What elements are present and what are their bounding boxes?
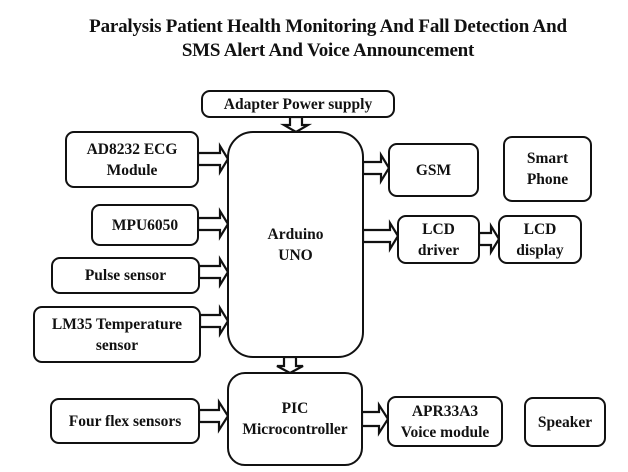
lcd-display-block: LCD display: [498, 215, 582, 264]
lm35-sensor-block: LM35 Temperature sensor: [33, 306, 201, 363]
diagram-title-line-2: SMS Alert And Voice Announcement: [181, 40, 475, 61]
diagram-title-line-1: Paralysis Patient Health Monitoring And …: [89, 16, 567, 37]
ecg-module-block: AD8232 ECG Module: [65, 131, 199, 188]
lcd-driver-label: LCD driver: [417, 220, 460, 259]
smart-phone-label: Smart Phone: [526, 150, 569, 188]
arrow-lcd-driver-to-display: [477, 222, 501, 256]
arrow-lm35-to-arduino: [198, 304, 230, 338]
flex-sensors-label: Four flex sensors: [68, 412, 182, 430]
arrow-pulse-to-arduino: [197, 255, 230, 289]
pic-microcontroller-block: PIC Microcontroller: [227, 372, 363, 466]
arrow-arduino-to-gsm: [361, 151, 391, 185]
lcd-display-label: LCD display: [516, 220, 564, 259]
gsm-label: GSM: [415, 161, 452, 179]
mpu6050-block: MPU6050: [91, 204, 199, 246]
speaker-block: Speaker: [524, 397, 606, 447]
adapter-power-supply-label: Adapter Power supply: [223, 95, 373, 113]
voice-module-block: APR33A3 Voice module: [387, 396, 503, 447]
adapter-power-supply-block: Adapter Power supply: [201, 90, 395, 118]
smart-phone-block: Smart Phone: [503, 136, 592, 202]
ecg-module-label: AD8232 ECG Module: [86, 140, 178, 179]
arrow-arduino-to-lcd-driver: [361, 219, 400, 253]
arrow-flex-to-pic: [197, 398, 230, 434]
flex-sensors-block: Four flex sensors: [50, 398, 200, 444]
pulse-sensor-block: Pulse sensor: [51, 257, 200, 294]
mpu6050-label: MPU6050: [111, 216, 179, 234]
arrow-mpu-to-arduino: [196, 207, 230, 241]
arrow-adapter-to-arduino: [279, 115, 313, 134]
lcd-driver-block: LCD driver: [397, 215, 480, 264]
pic-microcontroller-label: PIC Microcontroller: [242, 400, 348, 438]
arduino-uno-label: Arduino UNO: [267, 225, 324, 264]
arduino-uno-block: Arduino UNO: [227, 131, 364, 358]
gsm-block: GSM: [388, 143, 479, 197]
lm35-sensor-label: LM35 Temperature sensor: [51, 315, 183, 354]
pulse-sensor-label: Pulse sensor: [84, 267, 167, 284]
arrow-pic-to-voice: [360, 401, 390, 437]
speaker-label: Speaker: [537, 413, 593, 431]
voice-module-label: APR33A3 Voice module: [400, 402, 490, 441]
arrow-ecg-to-arduino: [196, 142, 230, 176]
arrow-arduino-to-pic: [276, 355, 304, 375]
